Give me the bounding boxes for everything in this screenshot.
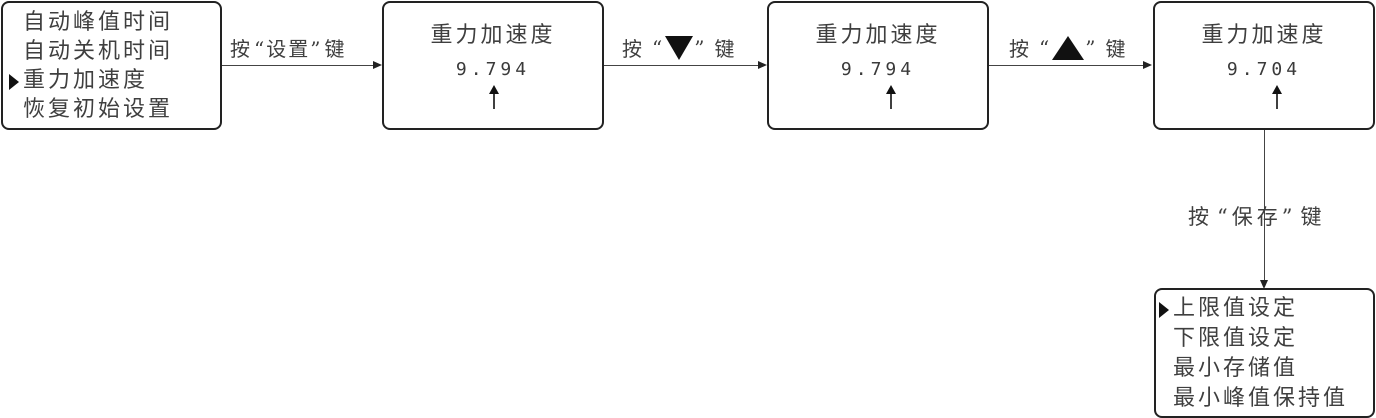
menu-item-min-stored: 最小存储值 <box>1173 356 1299 381</box>
flow-arrow-3 <box>989 65 1144 66</box>
quote-open: “ <box>1039 35 1052 60</box>
cursor-up-arrow-icon <box>1272 85 1282 109</box>
flow-arrow-4 <box>1264 130 1265 281</box>
press-text: 按 <box>230 37 252 61</box>
menu-item-restore-defaults: 恢复初始设置 <box>23 97 174 122</box>
step-4-label: 按 “保存” 键 <box>1188 201 1325 231</box>
gravity-screen-2: 重力加速度 9.794 <box>767 1 989 130</box>
gravity-value: 9.794 <box>840 59 916 80</box>
gravity-screen-1: 重力加速度 9.794 <box>382 1 604 130</box>
selection-pointer-icon <box>9 74 19 90</box>
arrowhead-down-icon <box>1260 280 1268 289</box>
gravity-screen-3: 重力加速度 9.704 <box>1153 1 1375 130</box>
press-text: 按 <box>622 37 644 61</box>
key-text: 键 <box>714 37 737 61</box>
key-name-settings: “设置” <box>254 37 323 61</box>
screen-title: 重力加速度 <box>815 23 941 48</box>
quote-open: “ <box>652 35 665 60</box>
menu-item-auto-peak-time: 自动峰值时间 <box>23 10 174 35</box>
menu-item-lower-limit: 下限值设定 <box>1173 326 1299 351</box>
main-menu-screen: 自动峰值时间 自动关机时间 重力加速度 恢复初始设置 <box>1 1 222 130</box>
menu-item-gravity-label: 重力加速度 <box>23 68 149 93</box>
key-text: 键 <box>1105 37 1128 61</box>
flow-arrow-2 <box>604 65 759 66</box>
arrowhead-right-icon <box>373 61 382 69</box>
arrowhead-right-icon <box>758 61 767 69</box>
step-1-label: 按 “设置” 键 <box>230 33 346 62</box>
menu-item-gravity: 重力加速度 <box>9 67 149 95</box>
selection-pointer-icon <box>1159 302 1169 318</box>
menu-item-min-peak-hold: 最小峰值保持值 <box>1173 386 1349 411</box>
menu-item-upper-limit-label: 上限值设定 <box>1173 296 1299 321</box>
down-key-icon <box>665 35 694 60</box>
quote-close: ” <box>694 35 707 60</box>
screen-title: 重力加速度 <box>1201 23 1327 48</box>
key-text: 键 <box>324 37 347 61</box>
cursor-up-arrow-icon <box>886 85 896 109</box>
menu-item-auto-off-time: 自动关机时间 <box>23 39 174 64</box>
arrowhead-right-icon <box>1143 61 1152 69</box>
key-name-save: “保存” <box>1217 205 1297 229</box>
step-3-label: 按 “ ” 键 <box>1009 33 1127 62</box>
press-text: 按 <box>1009 37 1031 61</box>
step-2-label: 按 “ ” 键 <box>622 33 736 62</box>
press-text: 按 <box>1188 205 1213 229</box>
up-key-icon <box>1052 35 1085 60</box>
screen-title: 重力加速度 <box>430 23 556 48</box>
menu-item-upper-limit: 上限值设定 <box>1159 295 1299 323</box>
limit-menu-screen: 上限值设定 下限值设定 最小存储值 最小峰值保持值 <box>1154 288 1375 418</box>
quote-close: ” <box>1085 35 1098 60</box>
gravity-value: 9.704 <box>1226 59 1302 80</box>
flow-arrow-1 <box>222 65 374 66</box>
key-text: 键 <box>1300 205 1326 229</box>
cursor-up-arrow-icon <box>489 85 499 109</box>
gravity-value: 9.794 <box>455 59 531 80</box>
